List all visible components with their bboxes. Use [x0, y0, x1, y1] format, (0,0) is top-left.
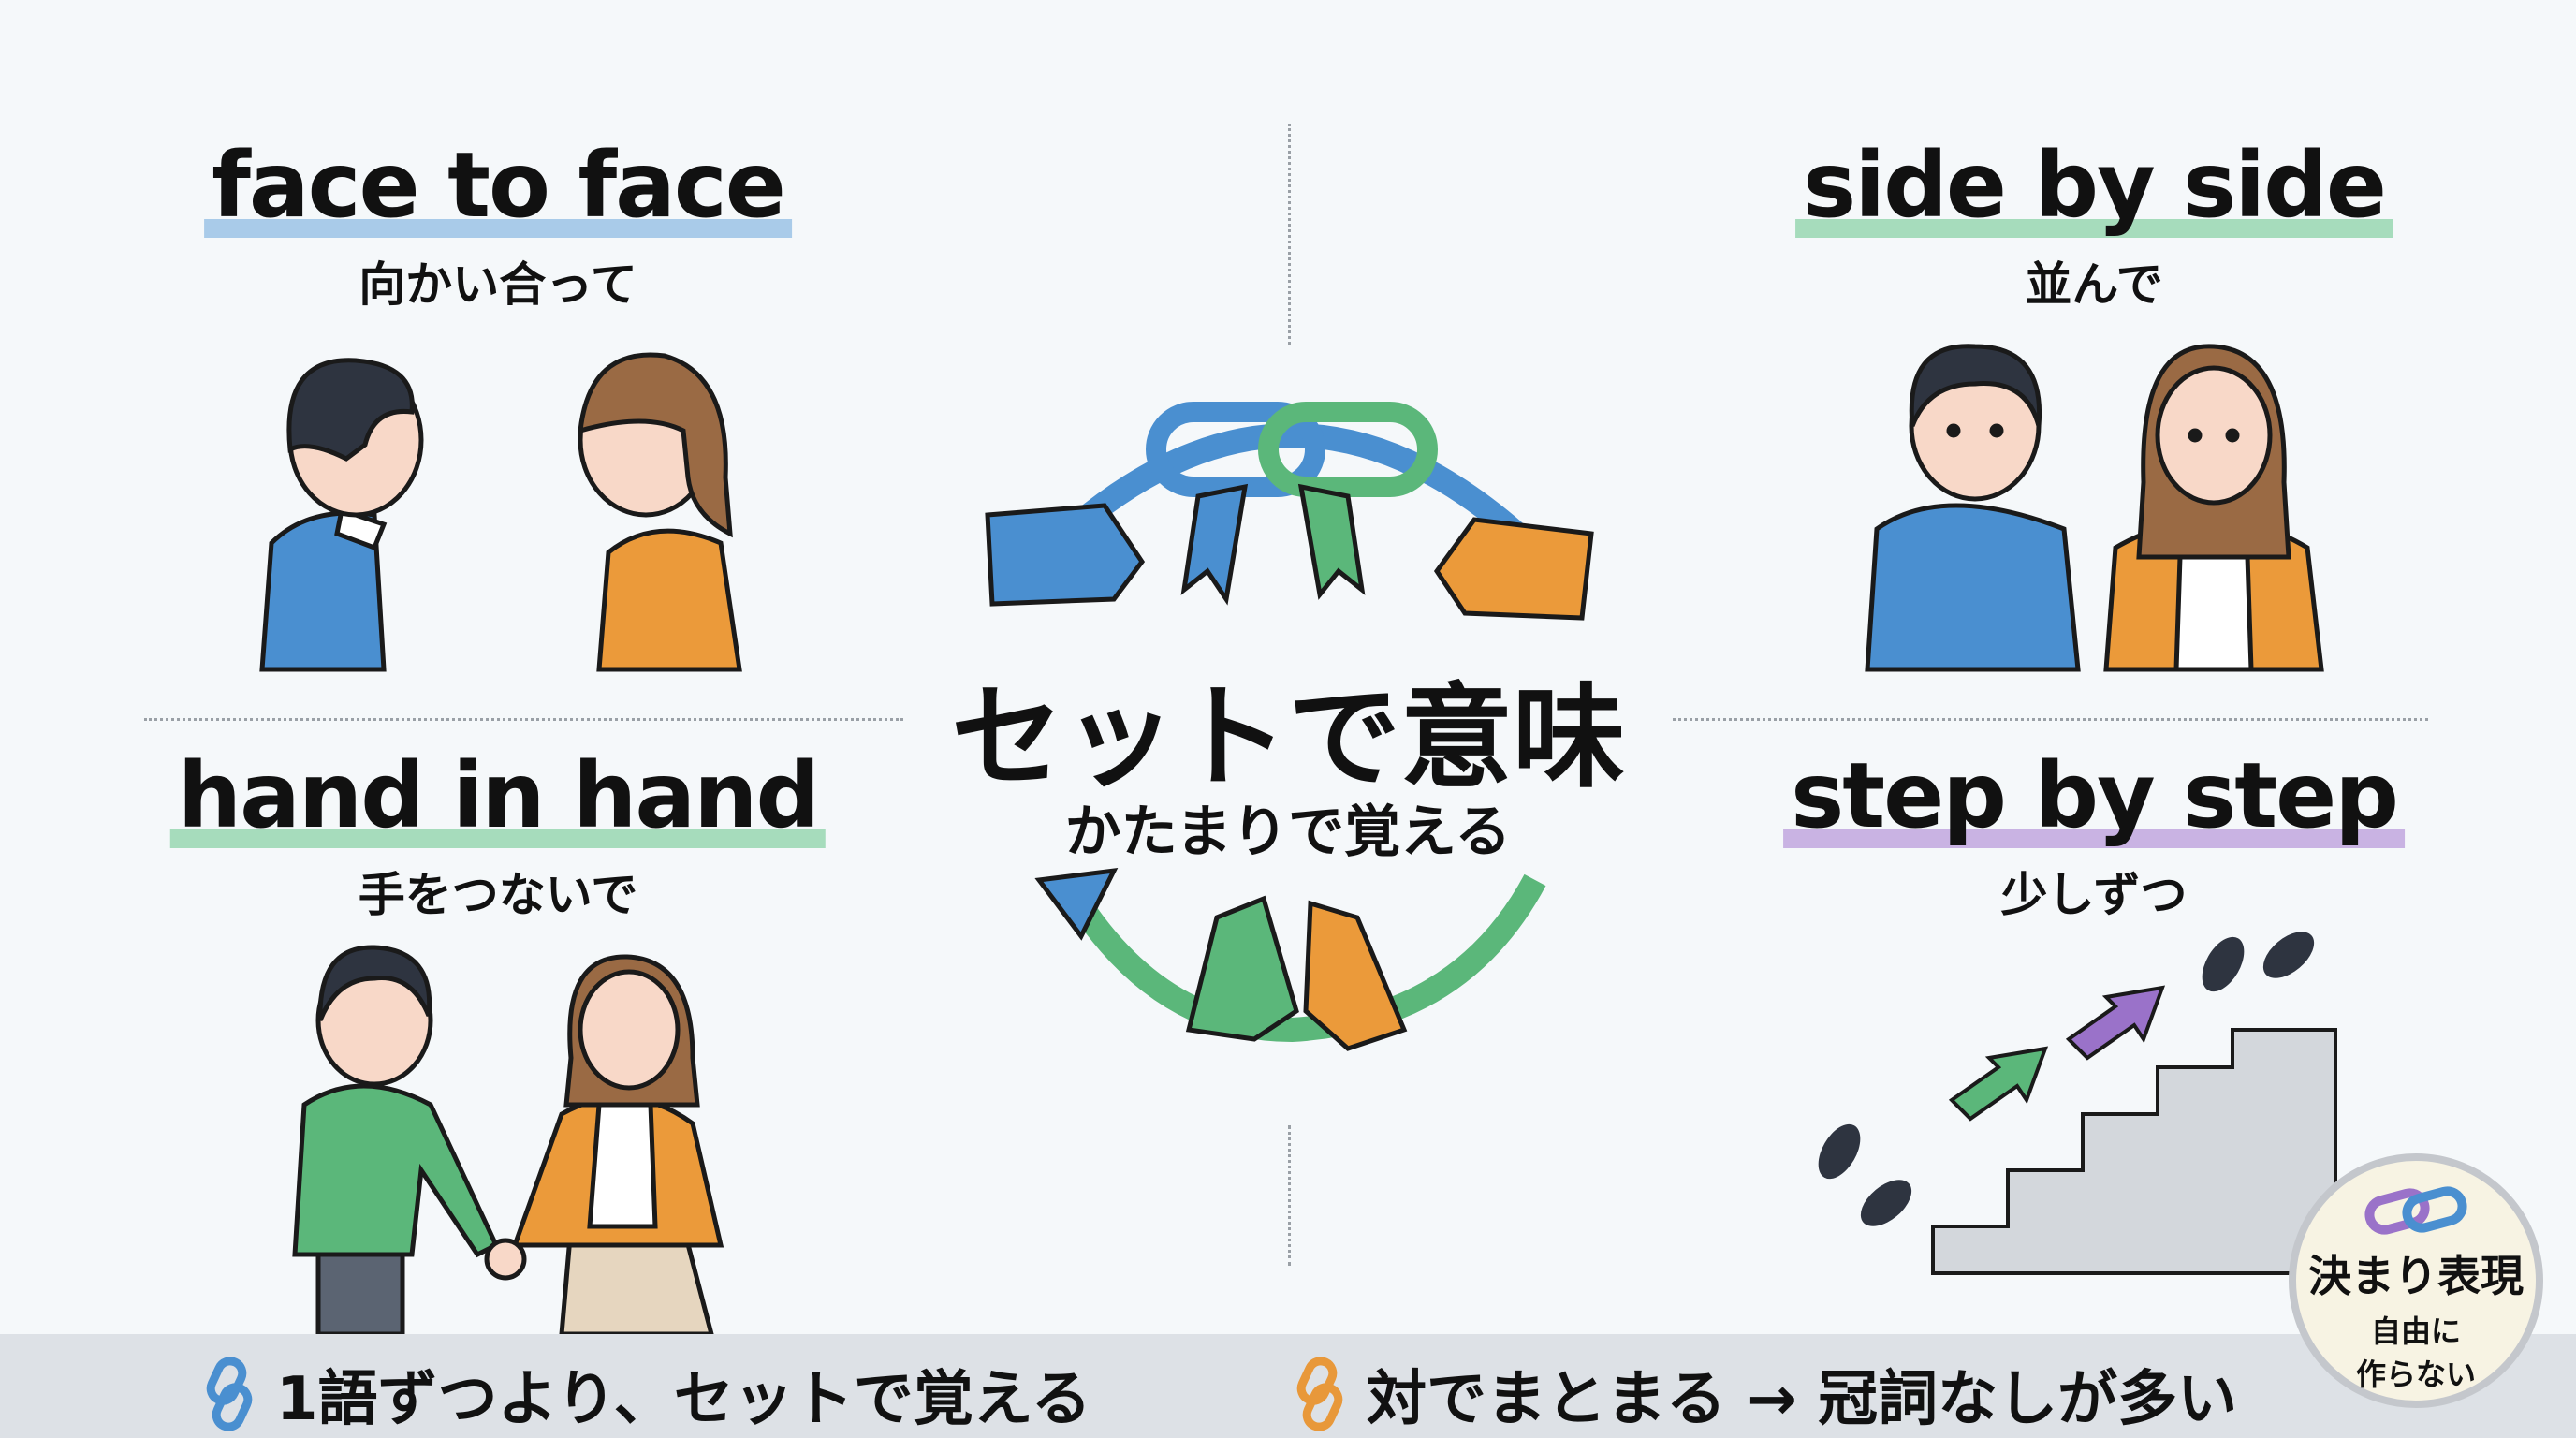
boy-green	[292, 945, 500, 1337]
tag-blue	[985, 503, 1146, 607]
side-by-side-illustration	[1865, 344, 2324, 672]
footprints-bottom-icon	[1818, 1123, 1912, 1226]
woman-front	[2103, 344, 2324, 672]
cycle-arc-bottom	[1066, 873, 1546, 1043]
chain-link-green	[1258, 402, 1438, 497]
phrase-step-by-step: step by step 少しずつ	[1783, 751, 2405, 925]
phrase-japanese: 手をつないで	[358, 868, 638, 922]
badge-line-1: 自由に	[2370, 1313, 2461, 1349]
phrase-side-by-side: side by side 並んで	[1795, 140, 2393, 315]
center-emblem	[985, 402, 1594, 1051]
phrase-japanese: 向かい合って	[359, 257, 637, 312]
phrase-english: hand in hand	[177, 743, 820, 848]
phrase-hand-in-hand: hand in hand 手をつないで	[169, 751, 827, 925]
girl-orange	[511, 954, 724, 1337]
cycle-arc-top	[1059, 423, 1525, 543]
phrase-english: face to face	[212, 133, 786, 238]
ribbon-green	[1297, 483, 1366, 600]
tag-orange	[1433, 517, 1594, 621]
holding-hands	[484, 1238, 527, 1281]
bottom-bar: 1語ずつより、セットで覚える 対でまとまる → 冠詞なしが多い	[0, 1334, 2576, 1438]
fixed-expression-badge: 決まり表現 自由に 作らない	[2289, 1153, 2543, 1408]
tag-orange-hanging	[1303, 900, 1408, 1051]
arrow-green-icon	[1948, 1046, 2049, 1122]
divider-horizontal-left	[144, 718, 903, 721]
tag-green-hanging	[1185, 895, 1299, 1042]
bottom-bar-text: 対でまとまる → 冠詞なしが多い	[1367, 1365, 2238, 1434]
chain-link-icon	[1296, 1357, 1343, 1431]
badge-title: 決まり表現	[2308, 1251, 2524, 1301]
phrase-english: step by step	[1791, 743, 2399, 848]
phrase-japanese: 並んで	[2025, 257, 2163, 312]
phrase-japanese: 少しずつ	[2000, 868, 2188, 922]
bottom-bar-text: 1語ずつより、セットで覚える	[276, 1365, 1091, 1434]
badge-line-2: 作らない	[2355, 1357, 2476, 1392]
divider-horizontal-right	[1673, 718, 2428, 721]
phrase-face-to-face: face to face 向かい合って	[204, 140, 792, 315]
bottom-bar-item-2: 対でまとまる → 冠詞なしが多い	[1292, 1351, 2237, 1437]
divider-vertical-bottom	[1288, 1125, 1291, 1266]
bottom-bar-item-1: 1語ずつより、セットで覚える	[201, 1351, 1091, 1437]
man-profile	[259, 358, 424, 672]
center-title: セットで意味	[951, 673, 1625, 803]
cycle-arrowhead-icon	[1034, 867, 1119, 941]
hand-in-hand-illustration	[292, 945, 724, 1337]
face-to-face-illustration	[259, 352, 742, 672]
arrow-purple-icon	[2065, 985, 2166, 1061]
divider-vertical-top	[1288, 124, 1291, 345]
step-by-step-illustration	[1818, 932, 2337, 1275]
chain-link-icon	[2364, 1186, 2467, 1235]
phrase-english: side by side	[1803, 133, 2387, 238]
chain-link-icon	[206, 1357, 253, 1431]
man-front	[1865, 344, 2081, 672]
woman-profile	[578, 352, 742, 672]
staircase	[1931, 1028, 2337, 1275]
footprints-top-icon	[2202, 932, 2315, 992]
ribbon-blue	[1180, 483, 1249, 606]
center-subtitle: かたまりで覚える	[1064, 800, 1512, 865]
